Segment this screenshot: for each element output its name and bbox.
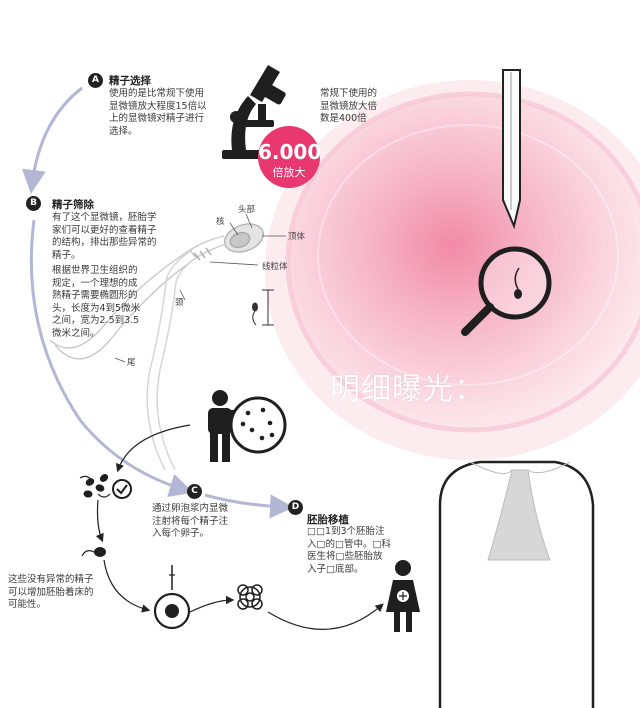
holding-pipette <box>438 460 595 708</box>
step-b-line: 精子。 <box>52 249 81 261</box>
step-d-line: 入子□底部。 <box>307 563 364 575</box>
step-a-title: 精子选择 <box>109 75 151 87</box>
who-criteria-text: 根据世界卫生组织的 规定，一个理想的成 熟精子需要椭圆形的 头，长度为4到5微米… <box>52 265 140 340</box>
step-d-line: 医生将□些胚胎放 <box>307 551 383 562</box>
who-line: 头，长度为4到5微米 <box>52 302 141 314</box>
label-leaders <box>114 213 286 363</box>
process-arrows <box>21 86 294 519</box>
woman-icon <box>386 560 420 632</box>
magnifier-icon <box>461 246 552 336</box>
note-line: 显微镜放大倍 <box>320 100 378 112</box>
scale-sperm-icon <box>252 289 274 326</box>
step-c-line: 注射将每个精子注 <box>152 515 229 527</box>
magnification-badge <box>258 126 320 188</box>
label-tail: 尾 <box>127 358 136 368</box>
step-c-line: 入每个卵子。 <box>152 528 210 539</box>
step-a-line: 显微镜放大程度15倍以 <box>109 100 207 112</box>
who-line: 熟精子需要椭圆形的 <box>52 290 138 301</box>
egg-cell <box>265 80 640 460</box>
who-line: 根据世界卫生组织的 <box>52 265 138 276</box>
check-icon <box>112 479 132 499</box>
step-b-line: 的结构，排出那些异常的 <box>52 237 157 248</box>
normal-magnification-note: 常规下使用的 显微镜放大倍 数是400倍 <box>320 88 377 126</box>
label-acrosome: 顶体 <box>288 232 306 242</box>
sperm-illustration <box>49 223 265 471</box>
step-a-line: 选择。 <box>109 125 138 137</box>
step-a-badge: A <box>88 73 103 88</box>
bottom-note: 这些没有异常的精子 可以增加胚胎着床的 可能性。 <box>8 574 94 612</box>
label-head: 头部 <box>238 205 256 215</box>
egg-injection-icon <box>153 565 191 630</box>
label-neck: 颈 <box>175 298 184 308</box>
who-line: 微米之间。 <box>52 327 100 339</box>
note-line: 数是400倍 <box>320 113 367 124</box>
step-b-title: 精子筛除 <box>52 199 94 211</box>
step-c-text: 通过卵泡浆内显微 注射将每个精子注 入每个卵子。 <box>152 503 228 541</box>
step-d-badge: D <box>288 500 303 515</box>
bottom-note-line: 可能性。 <box>8 599 47 610</box>
step-d-text: □□1到3个胚胎注 入□的□管中。□科 医生将□些胚胎放 入子□底部。 <box>307 526 391 576</box>
embryo-icon <box>237 584 263 610</box>
sperm-cluster-icon <box>79 474 111 498</box>
who-line: 之间，宽为2.5到3.5 <box>52 315 140 326</box>
bottom-note-line: 可以增加胚胎着床的 <box>8 586 94 598</box>
watermark-text: 明细曝光： <box>330 372 485 407</box>
magnification-value: 6.000 <box>258 140 322 164</box>
step-b-line: 家们可以更好的查看精子 <box>52 224 157 236</box>
step-c-line: 通过卵泡浆内显微 <box>152 503 229 514</box>
single-sperm-icon <box>81 547 106 557</box>
who-line: 规定，一个理想的成 <box>52 277 138 289</box>
note-line: 常规下使用的 <box>320 88 378 99</box>
step-d-line: □□1到3个胚胎注 <box>307 526 385 537</box>
step-a-line: 使用的是比常规下使用 <box>109 88 205 99</box>
step-a-text: 使用的是比常规下使用 显微镜放大程度15倍以 上的显微镜对精子进行 选择。 <box>109 88 207 138</box>
step-b-text: 有了这个显微镜，胚胎学 家们可以更好的查看精子 的结构，排出那些异常的 精子。 <box>52 212 157 262</box>
step-d-line: 入□的□管中。□科 <box>307 538 391 550</box>
step-d-title: 胚胎移植 <box>307 514 349 526</box>
label-mitochondria: 线粒体 <box>262 262 288 272</box>
step-b-line: 有了这个显微镜，胚胎学 <box>52 212 157 223</box>
magnification-unit: 倍放大 <box>272 166 306 179</box>
lab-flow-arrows <box>95 424 384 630</box>
bottom-note-line: 这些没有异常的精子 <box>8 574 94 585</box>
sperm-sample-icon <box>229 396 287 454</box>
label-nucleus: 核 <box>216 217 225 227</box>
injection-needle <box>502 69 521 230</box>
step-a-line: 上的显微镜对精子进行 <box>109 113 205 124</box>
step-c-badge: C <box>187 484 202 499</box>
step-b-badge: B <box>26 196 41 211</box>
